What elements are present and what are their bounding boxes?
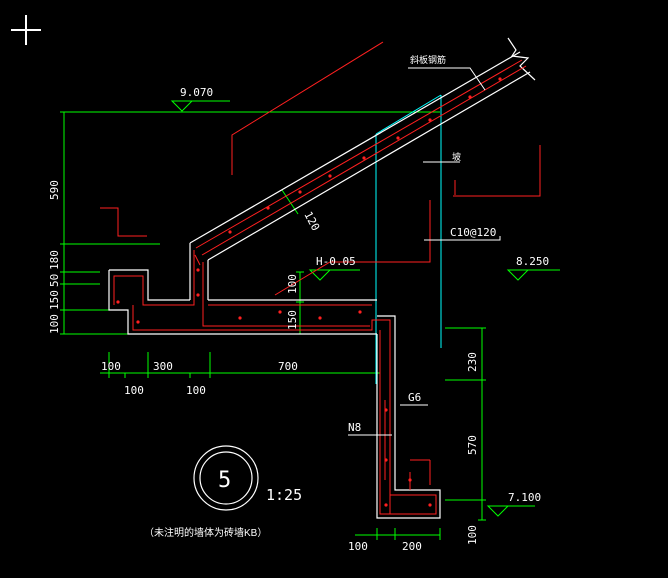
dim-100-right: 100 (466, 525, 479, 545)
labels: 斜板钢筋 9.070 H-0.05 8.250 7.100 120 C10@12… (48, 54, 549, 553)
rebar-n8: N8 (348, 421, 361, 434)
elev-right: 8.250 (516, 255, 549, 268)
axis-lines (375, 94, 442, 384)
dim-150-inner: 150 (286, 310, 299, 330)
callout-top-right: 斜板钢筋 (410, 54, 446, 65)
slab-thickness: 120 (301, 209, 322, 233)
rebar-g6: G6 (408, 391, 421, 404)
detail-number: 5 (218, 468, 231, 493)
dim-br-100: 100 (348, 540, 368, 553)
axis-mark: 坡 (452, 151, 461, 162)
rebar-dots (116, 77, 502, 507)
dim-bottom-300: 300 (153, 360, 173, 373)
dim-180: 180 (48, 250, 61, 270)
dimension-lines (60, 100, 560, 540)
detail-caption: （未注明的墙体为砖墙KB） (144, 526, 267, 539)
detail-marker: 5 1:25 （未注明的墙体为砖墙KB） (144, 445, 302, 539)
dim-100-left: 100 (48, 314, 61, 334)
dim-bottom-100c: 100 (186, 384, 206, 397)
rebar-spec: C10@120 (450, 226, 496, 239)
dim-150: 150 (48, 290, 61, 310)
dim-590: 590 (48, 180, 61, 200)
dim-50: 50 (48, 274, 61, 287)
concrete-outline (108, 37, 536, 519)
elev-top: 9.070 (180, 86, 213, 99)
dim-bottom-100b: 100 (124, 384, 144, 397)
dim-100-inner: 100 (286, 274, 299, 294)
leader-lines (348, 67, 501, 436)
dim-bottom-700: 700 (278, 360, 298, 373)
dim-230: 230 (466, 352, 479, 372)
dim-br-200: 200 (402, 540, 422, 553)
crosshair-cursor-icon (11, 15, 41, 45)
rebar-lines (100, 41, 541, 515)
dim-570: 570 (466, 435, 479, 455)
elev-bottom: 7.100 (508, 491, 541, 504)
dim-bottom-100a: 100 (101, 360, 121, 373)
detail-scale: 1:25 (266, 486, 302, 504)
elev-mid: H-0.05 (316, 255, 356, 268)
